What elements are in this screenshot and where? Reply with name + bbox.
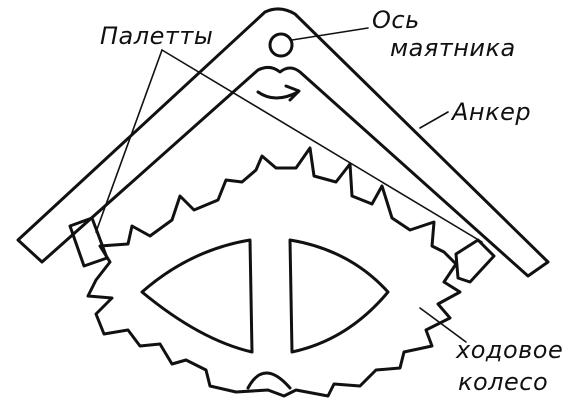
- leader-pallets-right: [162, 50, 482, 242]
- escape-wheel-left-window: [142, 240, 252, 352]
- escape-wheel-right-window: [290, 240, 388, 352]
- leader-pallets-left: [96, 50, 162, 232]
- escape-wheel-outline: [88, 148, 460, 396]
- pendulum-axis-hole: [270, 34, 292, 56]
- escape-wheel: [88, 148, 460, 396]
- leader-axis: [292, 28, 368, 40]
- label-pallets: Палетты: [100, 22, 213, 50]
- label-escape-wheel-line2: колесо: [458, 368, 548, 396]
- left-pallet: [70, 218, 107, 266]
- label-pendulum-axis-line1: Ось: [372, 6, 420, 34]
- label-anchor: Анкер: [450, 98, 531, 126]
- label-pendulum-axis-line2: маятника: [390, 34, 516, 62]
- right-pallet: [456, 240, 494, 282]
- leader-anchor: [420, 112, 448, 128]
- escape-wheel-hub: [248, 373, 290, 388]
- label-escape-wheel-line1: ходовое: [455, 336, 563, 364]
